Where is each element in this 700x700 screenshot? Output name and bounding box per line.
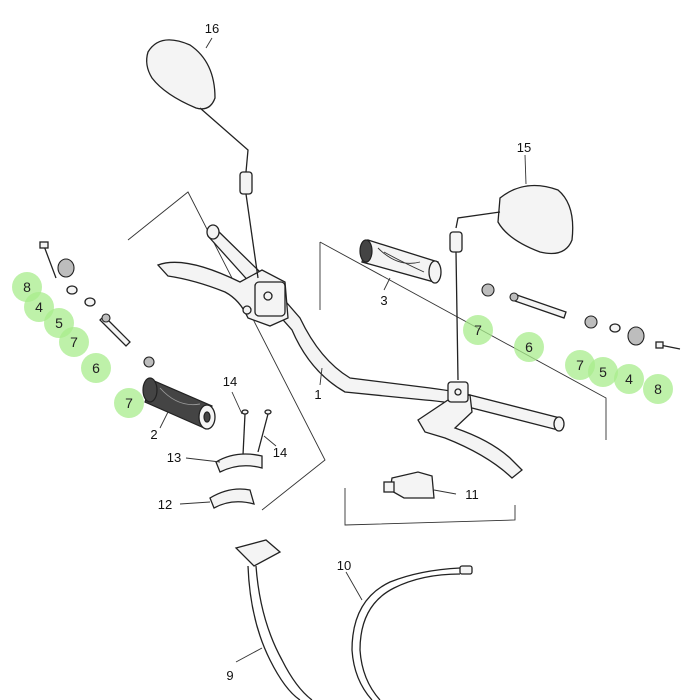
callout-1: 1 (314, 387, 321, 402)
callout-16: 16 (205, 21, 219, 36)
hl-right-1: 6 (525, 339, 533, 355)
screws (241, 409, 272, 456)
hl-right-3: 5 (599, 364, 607, 380)
hl-right-5: 8 (654, 381, 662, 397)
hl-right-4: 4 (625, 371, 633, 387)
callout-11: 11 (465, 487, 479, 502)
left-hardware (39, 241, 155, 368)
right-grip-group-frame (319, 241, 607, 440)
hl-left-4: 6 (92, 360, 100, 376)
callout-3: 3 (380, 293, 387, 308)
right-grip (359, 239, 442, 284)
hl-right-2: 7 (576, 357, 584, 373)
left-grip (142, 377, 216, 430)
callout-14a: 14 (223, 374, 237, 389)
callout-12: 12 (158, 497, 172, 512)
leader-lines (159, 37, 527, 663)
right-hardware (481, 283, 681, 350)
highlight-markers (12, 272, 673, 418)
right-mirror (449, 184, 574, 381)
hl-right-0: 7 (474, 322, 482, 338)
hl-left-1: 4 (35, 299, 43, 315)
callout-10: 10 (337, 558, 351, 573)
hl-left-5: 7 (125, 395, 133, 411)
hl-left-2: 5 (55, 315, 63, 331)
hl-left-0: 8 (23, 279, 31, 295)
left-lever-assembly (156, 261, 289, 327)
right-lever-assembly (417, 381, 523, 479)
cable-holders (209, 453, 263, 509)
callout-14b: 14 (273, 445, 287, 460)
callout-15: 15 (517, 140, 531, 155)
callout-9: 9 (226, 668, 233, 683)
hl-left-3: 7 (70, 334, 78, 350)
left-mirror (146, 39, 259, 279)
cable-group-frame (344, 488, 516, 526)
handlebar (206, 224, 565, 432)
brake-switch (383, 471, 435, 499)
callout-2: 2 (150, 427, 157, 442)
cables (234, 539, 473, 700)
callout-13: 13 (167, 450, 181, 465)
left-lever-group-frame (127, 191, 326, 511)
